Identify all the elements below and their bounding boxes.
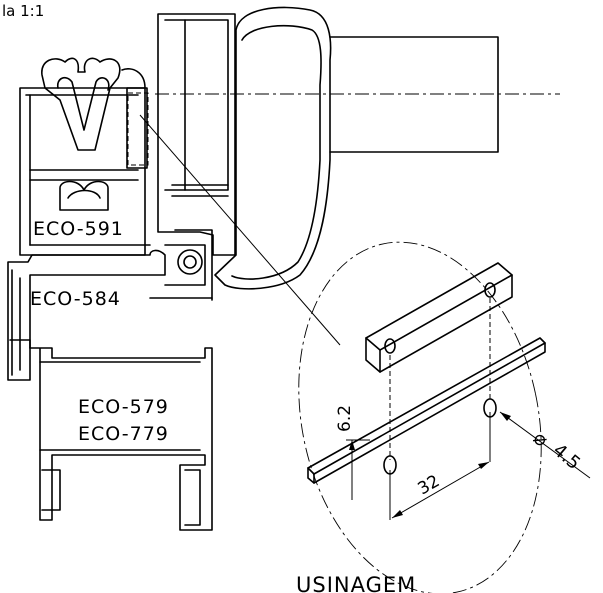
- profile-label-1: ECO-591: [33, 218, 124, 240]
- dim-width: 32: [415, 471, 444, 499]
- dim-diameter: 4.5: [549, 440, 584, 474]
- detail-view: 6.2 32 ⌀ 4.5 USINAGEM: [296, 241, 591, 593]
- profile-label-4: ECO-779: [78, 423, 169, 445]
- dim-diameter-symbol: ⌀: [529, 425, 554, 451]
- detail-title: USINAGEM: [296, 573, 416, 593]
- profile-label-3: ECO-579: [78, 396, 169, 418]
- profile-eco-591: ECO-591: [19, 57, 151, 256]
- scale-label: la 1:1: [2, 2, 44, 20]
- handle-assembly: [155, 6, 560, 290]
- detail-leader: [139, 114, 341, 346]
- profile-label-2: ECO-584: [30, 288, 121, 310]
- dim-height: 6.2: [335, 405, 355, 432]
- profile-eco-584: ECO-584: [7, 229, 213, 381]
- profile-eco-579: ECO-579 ECO-779: [9, 339, 213, 531]
